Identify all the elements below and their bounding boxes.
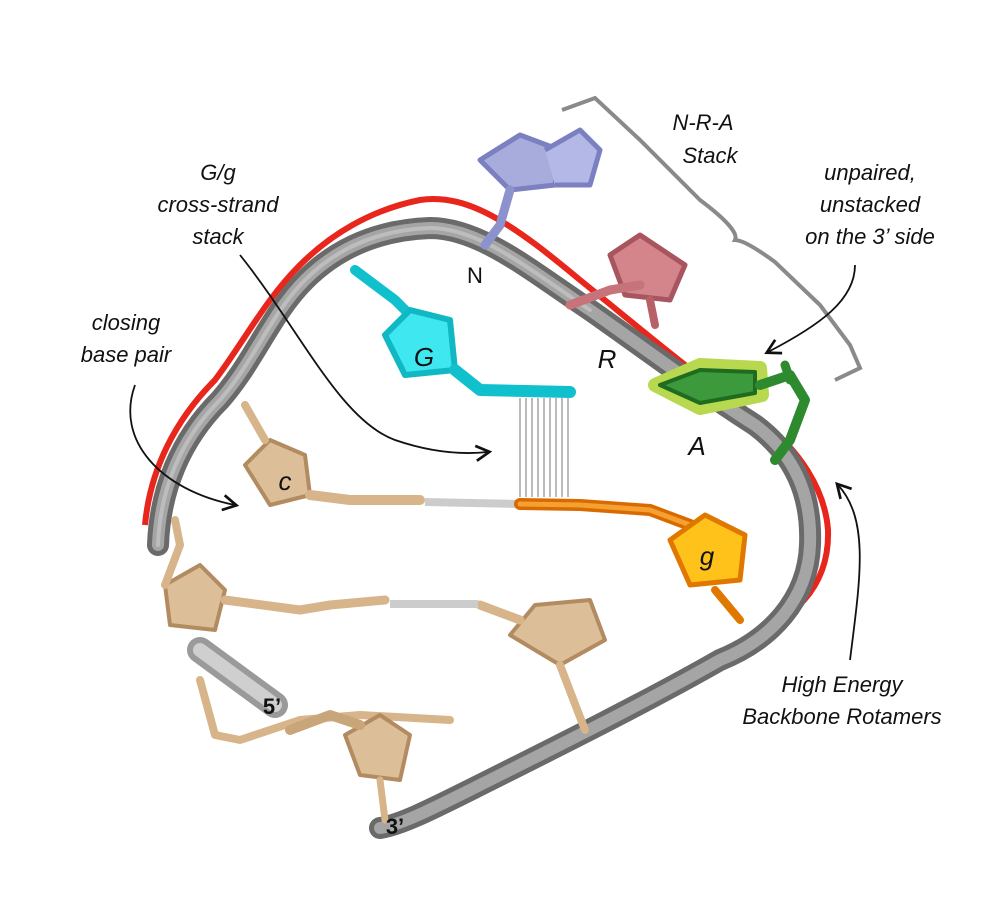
nra-bracket xyxy=(561,95,863,382)
stacking-lines xyxy=(519,398,569,497)
residue-A xyxy=(648,358,810,465)
label-nra-stack-1: N-R-A xyxy=(672,110,733,135)
label-unpaired-1: unpaired, xyxy=(824,160,916,185)
label-nra-stack-2: Stack xyxy=(682,143,738,168)
label-gg-3: stack xyxy=(192,224,244,249)
residue-G-upper xyxy=(350,265,576,398)
high-energy-arrow xyxy=(835,481,861,661)
label-closing-1: closing xyxy=(92,310,161,335)
residue-N xyxy=(477,127,603,250)
label-A: A xyxy=(686,431,705,461)
lower-base-pair xyxy=(161,516,607,824)
unpaired-arrow xyxy=(764,264,856,355)
label-N: N xyxy=(467,263,483,288)
label-c: c xyxy=(279,466,292,496)
closing-arrow xyxy=(129,384,240,512)
label-G: G xyxy=(414,342,434,372)
label-unpaired-2: unstacked xyxy=(820,192,921,217)
label-unpaired-3: on the 3’ side xyxy=(805,224,935,249)
label-closing-2: base pair xyxy=(81,342,173,367)
label-g: g xyxy=(700,541,715,571)
label-gg-1: G/g xyxy=(200,160,236,185)
label-R: R xyxy=(598,344,617,374)
residue-c xyxy=(241,401,425,507)
label-gg-2: cross-strand xyxy=(157,192,279,217)
residue-g-lower xyxy=(514,498,748,624)
highlight-backbone xyxy=(142,195,832,643)
closing-hbond xyxy=(424,498,521,508)
label-5-prime: 5’ xyxy=(263,694,281,719)
label-high-energy-2: Backbone Rotamers xyxy=(742,704,941,729)
label-3-prime: 3’ xyxy=(386,814,404,839)
label-high-energy-1: High Energy xyxy=(781,672,904,697)
gg-arrow xyxy=(239,254,493,462)
residue-R xyxy=(565,232,688,329)
